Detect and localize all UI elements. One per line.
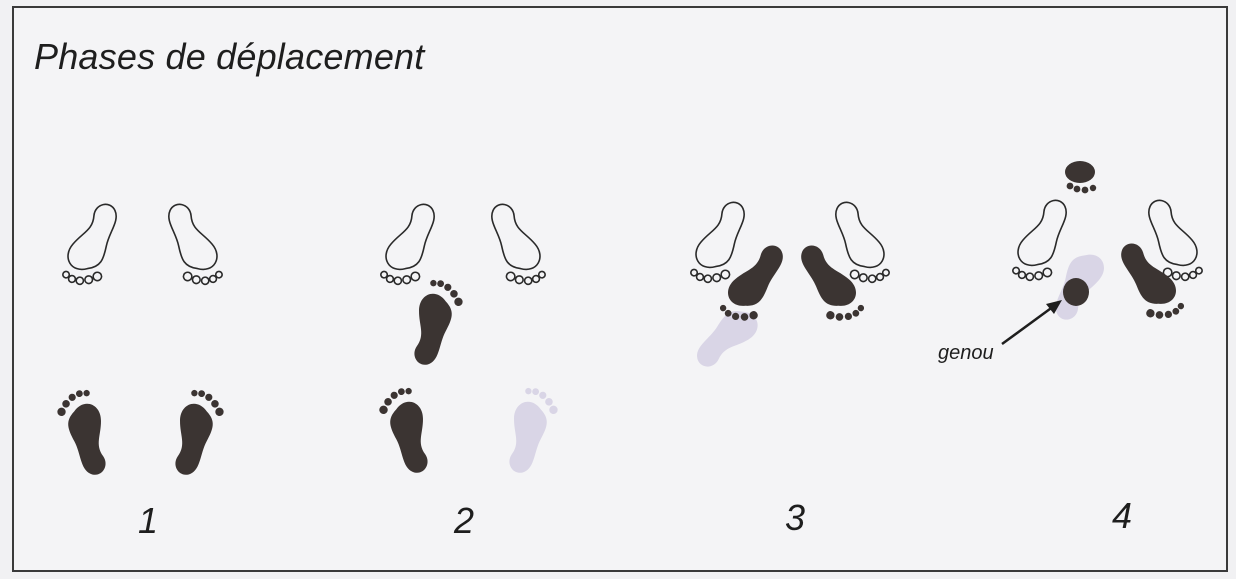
knee-label: genou xyxy=(938,342,994,365)
outline-foot-left xyxy=(1009,193,1076,287)
dark-foot-left xyxy=(716,236,793,330)
dark-foot-top xyxy=(1065,161,1096,193)
phase-number-4: 4 xyxy=(1112,495,1132,537)
phase-number-1: 1 xyxy=(138,500,158,542)
dark-foot-left xyxy=(53,386,120,480)
phase-number-3: 3 xyxy=(785,497,805,539)
phase-4-footprints xyxy=(1002,161,1206,344)
knee-arrow xyxy=(1002,300,1062,344)
dark-foot-right xyxy=(1111,234,1188,328)
outline-foot-right xyxy=(482,197,549,291)
dark-foot-left xyxy=(375,384,442,478)
phase-1-footprints xyxy=(53,197,229,480)
outline-foot-left xyxy=(377,197,444,291)
phase-2-footprints xyxy=(375,197,563,478)
outline-foot-right xyxy=(159,197,226,291)
dark-foot-forward xyxy=(401,276,468,370)
ghost-foot-right xyxy=(496,384,563,478)
dark-foot-right xyxy=(162,386,229,480)
dark-foot-right xyxy=(791,236,868,330)
knee-mark xyxy=(1063,278,1089,306)
phase-3-footprints xyxy=(687,195,893,378)
phase-number-2: 2 xyxy=(454,500,474,542)
outline-foot-left xyxy=(59,197,126,291)
